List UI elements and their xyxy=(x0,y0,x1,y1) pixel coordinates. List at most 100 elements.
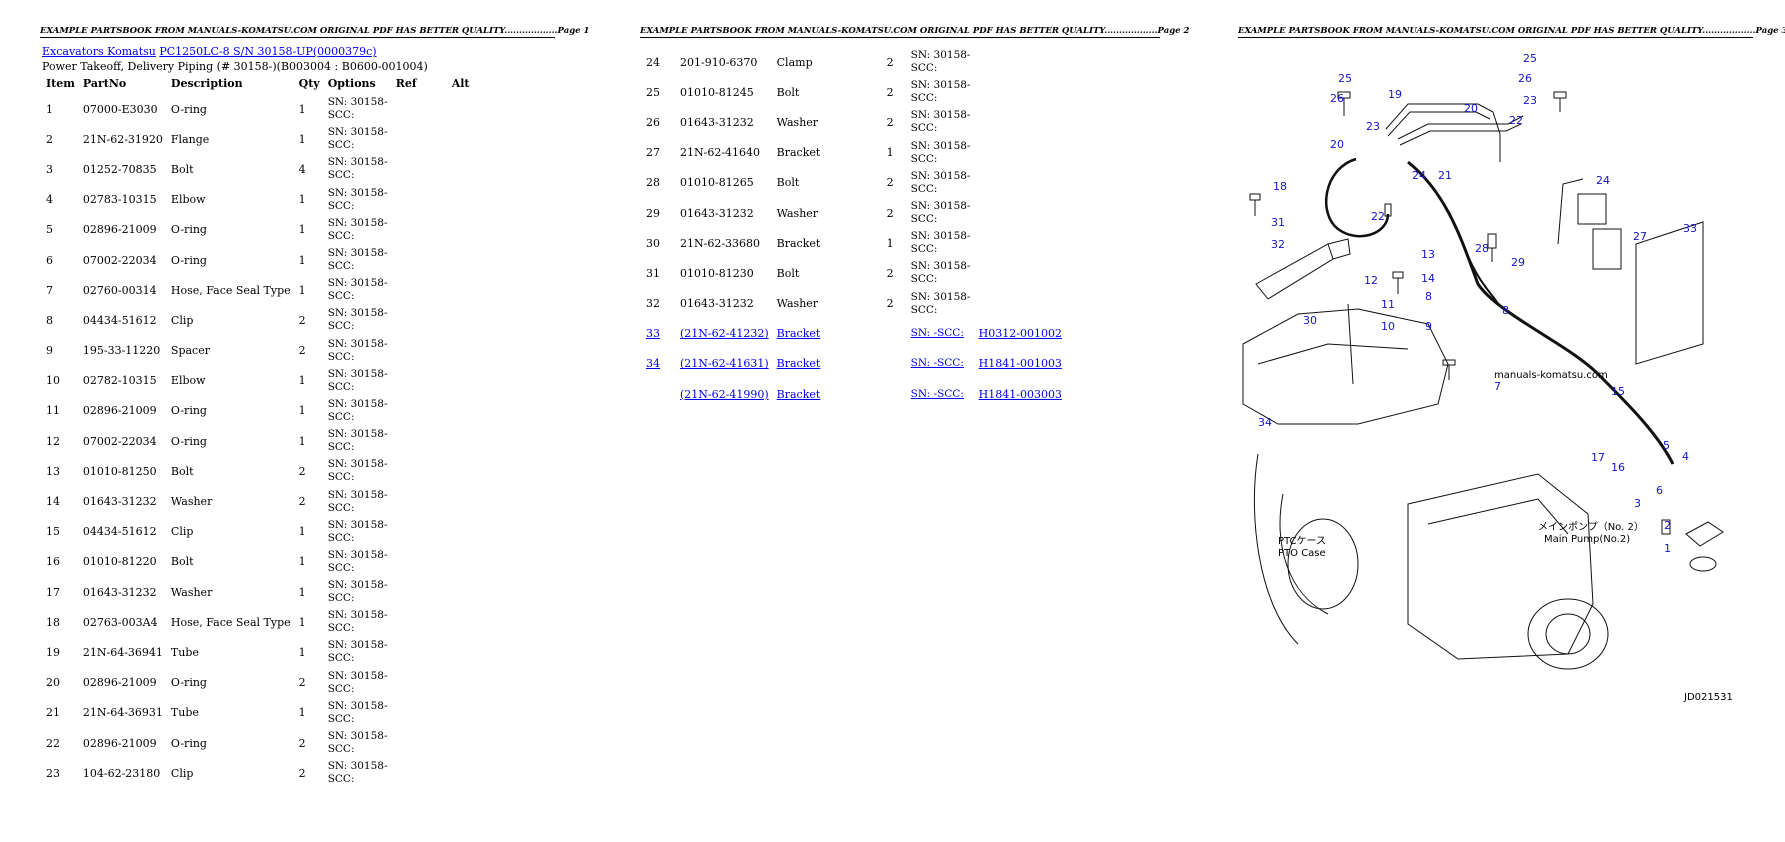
callout-9: 9 xyxy=(1425,320,1432,333)
item-number: 29 xyxy=(646,206,660,220)
part-description: O-ring xyxy=(170,676,207,690)
part-description: Bolt xyxy=(170,162,194,176)
part-options: SN: 30158-SCC: xyxy=(327,609,388,635)
callout-24b: 24 xyxy=(1596,174,1610,187)
part-qty: 1 xyxy=(298,645,306,659)
part-options: SN: 30158-SCC: xyxy=(327,186,388,212)
item-number-link[interactable]: 34 xyxy=(646,357,660,371)
part-alt xyxy=(1066,198,1114,228)
callout-18: 18 xyxy=(1273,180,1287,193)
parts-table: Item PartNo Description Qty Options Ref … xyxy=(42,75,496,788)
part-qty: 1 xyxy=(298,615,306,629)
callout-17: 17 xyxy=(1591,451,1605,464)
part-ref xyxy=(975,77,1066,107)
part-qty: 2 xyxy=(886,85,894,99)
item-number: 6 xyxy=(46,253,53,267)
part-qty: 4 xyxy=(298,162,306,176)
part-qty: 1 xyxy=(298,223,306,237)
part-ref xyxy=(975,107,1066,137)
part-alt xyxy=(1066,289,1114,319)
part-number-link[interactable]: (21N-62-41232) xyxy=(680,327,769,341)
part-description-cell: Bracket xyxy=(773,379,883,409)
item-number-link[interactable]: 33 xyxy=(646,327,660,341)
part-ref-link[interactable]: H1841-001003 xyxy=(978,357,1062,371)
part-description: O-ring xyxy=(170,223,207,237)
item-number: 18 xyxy=(46,615,60,629)
part-number: 201-910-6370 xyxy=(680,55,758,69)
callout-11: 11 xyxy=(1381,298,1395,311)
part-ref-cell: H1841-003003 xyxy=(975,379,1066,409)
page-header: EXAMPLE PARTSBOOK FROM MANUALS-KOMATSU.C… xyxy=(640,26,1190,38)
item-number: 11 xyxy=(46,404,60,418)
part-number: 02763-003A4 xyxy=(82,615,158,629)
part-description: Bracket xyxy=(776,146,821,160)
callout-26b: 26 xyxy=(1518,72,1532,85)
breadcrumb-link-model[interactable]: PC1250LC-8 S/N 30158-UP(0000379c) xyxy=(159,45,377,58)
item-number: 5 xyxy=(46,223,53,237)
part-number-link[interactable]: (21N-62-41990) xyxy=(680,387,769,401)
callout-21: 21 xyxy=(1438,169,1452,182)
part-alt xyxy=(448,517,496,547)
part-alt xyxy=(448,396,496,426)
part-ref xyxy=(392,577,448,607)
part-description: Bolt xyxy=(170,464,194,478)
part-qty: 1 xyxy=(298,253,306,267)
part-number: 02896-21009 xyxy=(82,404,157,418)
part-ref xyxy=(392,426,448,456)
part-description-link[interactable]: Bracket xyxy=(776,327,821,341)
callout-28: 28 xyxy=(1475,242,1489,255)
callout-3: 3 xyxy=(1634,497,1641,510)
part-number-cell: (21N-62-41232) xyxy=(676,319,773,349)
part-qty: 1 xyxy=(298,102,306,116)
part-options-link[interactable]: SN: -SCC: xyxy=(910,387,964,400)
part-ref xyxy=(392,728,448,758)
part-number: 02896-21009 xyxy=(82,223,157,237)
callout-22b: 22 xyxy=(1371,210,1385,223)
item-number: 9 xyxy=(46,344,53,358)
part-options: SN: 30158-SCC: xyxy=(327,458,388,484)
item-number: 8 xyxy=(46,313,53,327)
part-ref-link[interactable]: H1841-003003 xyxy=(978,387,1062,401)
part-number: 02896-21009 xyxy=(82,676,157,690)
part-number: 02896-21009 xyxy=(82,736,157,750)
part-number: 01252-70835 xyxy=(82,162,157,176)
part-number: 02783-10315 xyxy=(82,193,157,207)
part-options: SN: 30158-SCC: xyxy=(327,367,388,393)
part-description: Hose, Face Seal Type xyxy=(170,283,291,297)
part-description: Clip xyxy=(170,766,194,780)
breadcrumb-link-category[interactable]: Excavators Komatsu xyxy=(42,45,156,58)
part-options-link[interactable]: SN: -SCC: xyxy=(910,327,964,340)
part-number: 01010-81230 xyxy=(680,266,754,280)
part-description: Elbow xyxy=(170,374,206,388)
part-description-cell: Bracket xyxy=(773,349,883,379)
part-number-link[interactable]: (21N-62-41631) xyxy=(680,357,769,371)
item-number: 31 xyxy=(646,266,660,280)
part-options: SN: 30158-SCC: xyxy=(327,96,388,122)
part-number: 01643-31232 xyxy=(82,495,157,509)
part-description-link[interactable]: Bracket xyxy=(776,357,821,371)
part-ref xyxy=(392,305,448,335)
pto-case-label-jp: PTCケース xyxy=(1278,535,1326,547)
part-number: 07002-22034 xyxy=(82,434,157,448)
part-ref xyxy=(392,456,448,486)
part-description: Bolt xyxy=(170,555,194,569)
part-options-link[interactable]: SN: -SCC: xyxy=(910,357,964,370)
part-ref xyxy=(975,168,1066,198)
part-options: SN: 30158-SCC: xyxy=(910,260,971,286)
part-ref-link[interactable]: H0312-001002 xyxy=(978,327,1062,341)
part-number: 195-33-11220 xyxy=(82,344,161,358)
part-ref xyxy=(392,486,448,516)
part-ref xyxy=(392,154,448,184)
part-description-link[interactable]: Bracket xyxy=(776,387,821,401)
part-description: O-ring xyxy=(170,102,207,116)
table-header-row: Item PartNo Description Qty Options Ref … xyxy=(42,75,496,94)
part-qty: 2 xyxy=(886,176,894,190)
item-number: 17 xyxy=(46,585,60,599)
item-number-cell xyxy=(642,379,676,409)
